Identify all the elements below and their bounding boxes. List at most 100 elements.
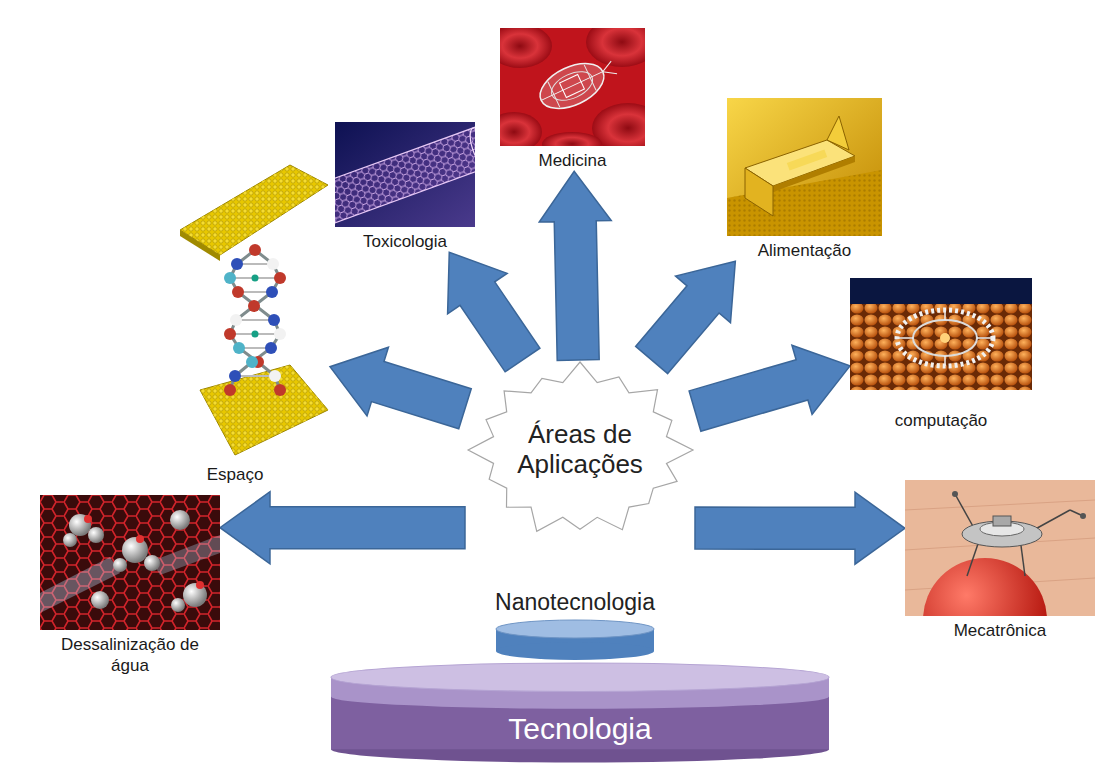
center-label: Áreas de Aplicações xyxy=(495,420,665,480)
illustration-part xyxy=(548,82,560,107)
illustration-part xyxy=(944,356,946,366)
area-box: Dessalinização de água xyxy=(40,495,220,677)
illustration-part xyxy=(40,557,120,613)
illustration-part xyxy=(84,515,92,523)
illustration-part xyxy=(335,124,475,186)
illustration-part xyxy=(274,328,286,340)
illustration-part xyxy=(955,494,975,530)
illustration-part xyxy=(180,165,328,255)
illustration-part xyxy=(230,250,280,390)
illustration-part xyxy=(249,244,261,256)
cylinder-bottom xyxy=(496,642,654,660)
illustration-part xyxy=(196,581,204,589)
illustration-part xyxy=(231,258,243,270)
illustration-part xyxy=(233,342,245,354)
illustration-part xyxy=(923,558,1047,616)
illustration-part xyxy=(91,591,109,609)
illustration-part xyxy=(952,491,958,497)
block-arrow xyxy=(330,347,471,429)
illustration-part xyxy=(224,272,236,284)
illustration-part xyxy=(335,124,475,225)
area-label: Medicina xyxy=(500,150,645,171)
dna-helix xyxy=(224,244,286,396)
illustration-part xyxy=(230,250,280,390)
illustration-part xyxy=(940,333,950,343)
food-picture xyxy=(727,98,882,236)
illustration-part xyxy=(200,365,328,455)
nanobot xyxy=(533,49,622,117)
area-box: Medicina xyxy=(500,28,645,171)
illustration-part xyxy=(1080,513,1086,519)
block-arrow xyxy=(448,252,540,372)
area-box: Alimentação xyxy=(727,98,882,261)
illustration-part xyxy=(603,67,617,79)
area-label: Toxicologia xyxy=(335,231,475,252)
illustration-part xyxy=(500,112,542,146)
star-shape xyxy=(468,362,693,531)
illustration-part xyxy=(897,337,913,339)
cylinder-label: Tecnologia xyxy=(340,710,820,748)
block-arrow xyxy=(695,492,905,564)
illustration-part xyxy=(787,149,827,170)
area-label: Alimentação xyxy=(727,240,882,261)
area-label: Dessalinização de água xyxy=(40,634,220,677)
cylinder-top xyxy=(331,663,829,691)
nanotube xyxy=(335,124,475,225)
illustration-part xyxy=(500,28,552,68)
illustration-part xyxy=(170,510,190,530)
block-arrow xyxy=(636,261,736,373)
cylinder-label: Nanotecnologia xyxy=(480,588,670,617)
illustration-part xyxy=(200,365,328,455)
illustration-part xyxy=(136,535,144,543)
cylinder-top xyxy=(496,620,654,638)
area-box: Mecatrônica xyxy=(905,480,1095,641)
illustration-part xyxy=(122,537,148,563)
picture-slot xyxy=(40,495,220,634)
space-picture xyxy=(140,160,330,460)
illustration-part xyxy=(152,535,220,575)
block-arrow xyxy=(539,171,611,360)
small-cylinder: Nanotecnologia xyxy=(480,588,670,661)
area-box: Toxicologia xyxy=(335,122,475,252)
illustration-part xyxy=(335,124,475,225)
illustration-part xyxy=(252,275,259,282)
block-arrow xyxy=(220,492,465,564)
illustration-part xyxy=(88,527,104,543)
illustration-part xyxy=(230,314,242,326)
area-label: Espaço xyxy=(140,464,330,485)
illustration-part xyxy=(252,331,259,338)
illustration-part xyxy=(913,320,977,356)
area-label: computação xyxy=(850,410,1032,431)
illustration-part xyxy=(113,558,127,572)
illustration-part xyxy=(745,168,773,216)
illustration-part xyxy=(232,286,244,298)
illustration-part xyxy=(592,103,645,146)
illustration-part xyxy=(269,370,281,382)
area-box: Espaço xyxy=(140,160,330,485)
medicine-picture xyxy=(500,28,645,146)
illustration-part xyxy=(993,516,1011,526)
picture-slot xyxy=(905,480,1095,620)
illustration-part xyxy=(267,258,279,270)
illustration-part xyxy=(171,598,185,612)
illustration-part xyxy=(266,286,278,298)
center-star: Áreas de Aplicações xyxy=(465,360,695,540)
illustration-part xyxy=(335,164,475,226)
illustration-part xyxy=(897,310,993,366)
illustration-part xyxy=(63,533,77,547)
picture-slot xyxy=(335,122,475,231)
illustration-part xyxy=(466,125,475,170)
block-arrow xyxy=(689,345,850,431)
picture-slot xyxy=(140,160,330,464)
illustration-part xyxy=(905,500,1095,510)
picture-slot xyxy=(850,278,1032,410)
illustration-part xyxy=(248,300,260,312)
illustration-part xyxy=(224,328,236,340)
illustration-part xyxy=(40,495,220,630)
illustration-part xyxy=(533,54,611,117)
illustration-part xyxy=(850,304,1032,390)
illustration-part xyxy=(268,314,280,326)
illustration-part xyxy=(40,495,220,630)
illustration-part xyxy=(224,384,236,396)
